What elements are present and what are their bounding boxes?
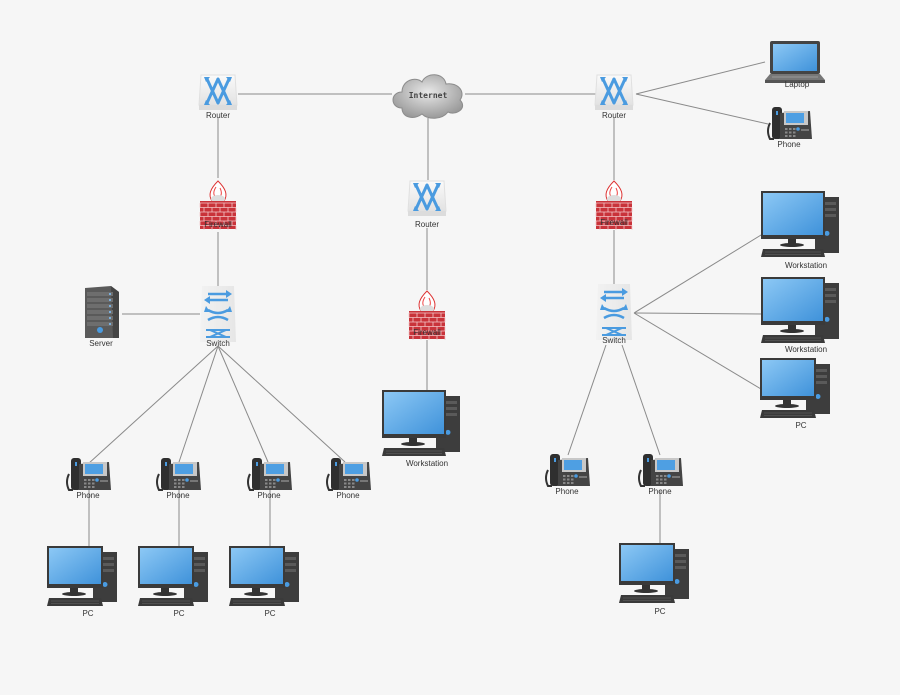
switch1-node[interactable] xyxy=(198,284,238,346)
pc2-node[interactable] xyxy=(136,546,222,614)
pc-icon xyxy=(45,546,131,619)
phone-icon xyxy=(637,452,685,495)
fw1-node[interactable] xyxy=(198,179,238,231)
node-label: PC xyxy=(82,609,94,618)
node-label: Workstation xyxy=(784,345,828,354)
node-label: Phone xyxy=(166,491,190,500)
node-label: Workstation xyxy=(784,261,828,270)
fw2-node[interactable] xyxy=(407,289,447,341)
node-label: PC xyxy=(173,609,185,618)
node-label: Workstation xyxy=(405,459,449,468)
ws-r1-node[interactable] xyxy=(759,191,853,265)
firewall-icon xyxy=(407,289,447,346)
pc-icon xyxy=(227,546,313,619)
phone-icon xyxy=(65,456,113,499)
pc3-node[interactable] xyxy=(227,546,313,614)
phone3-node[interactable] xyxy=(246,456,294,494)
router2-node[interactable] xyxy=(406,175,448,221)
phone6-node[interactable] xyxy=(637,452,685,490)
switch2-node[interactable] xyxy=(594,282,634,344)
node-label: Switch xyxy=(602,336,626,345)
node-label: Router xyxy=(414,220,440,229)
link-switch2-ws_r1 xyxy=(633,231,767,314)
node-label: Firewall xyxy=(600,218,628,227)
switch-icon xyxy=(198,284,238,351)
router-icon xyxy=(593,69,635,120)
link-switch1-phone2 xyxy=(178,345,219,463)
phone5-node[interactable] xyxy=(544,452,592,490)
ws-r2-node[interactable] xyxy=(759,277,853,351)
switch-icon xyxy=(594,282,634,349)
node-label: PC xyxy=(654,607,666,616)
laptop-icon xyxy=(764,40,826,89)
pc1-node[interactable] xyxy=(45,546,131,614)
server-node[interactable] xyxy=(81,284,121,340)
internet-node[interactable] xyxy=(388,70,468,120)
firewall-icon xyxy=(198,179,238,236)
pc4-node[interactable] xyxy=(617,543,703,611)
node-label: Phone xyxy=(257,491,281,500)
pc-r-node[interactable] xyxy=(758,358,844,426)
pc-icon xyxy=(136,546,222,619)
workstation-icon xyxy=(759,277,853,356)
firewall-icon xyxy=(594,179,634,236)
phone-r-node[interactable] xyxy=(766,105,814,143)
node-label: Phone xyxy=(336,491,360,500)
phone2-node[interactable] xyxy=(155,456,203,494)
node-label: Phone xyxy=(76,491,100,500)
node-label: Server xyxy=(89,339,113,348)
pc-icon xyxy=(617,543,703,616)
link-router3-laptop xyxy=(635,61,766,95)
node-label: Router xyxy=(601,111,627,120)
link-switch2-phone5 xyxy=(567,344,607,456)
link-switch2-ws_r2 xyxy=(633,312,767,315)
router-icon xyxy=(406,175,448,226)
router1-node[interactable] xyxy=(197,69,239,115)
node-label: Switch xyxy=(206,339,230,348)
node-label: Phone xyxy=(648,487,672,496)
link-switch1-phone4 xyxy=(217,345,346,463)
link-switch2-phone6 xyxy=(621,344,661,456)
internet-label: Internet xyxy=(408,91,448,100)
phone-icon xyxy=(246,456,294,499)
phone-icon xyxy=(155,456,203,499)
laptop-node[interactable] xyxy=(764,40,826,84)
link-switch1-phone3 xyxy=(217,345,269,463)
node-label: PC xyxy=(264,609,276,618)
router3-node[interactable] xyxy=(593,69,635,115)
server-icon xyxy=(81,284,121,345)
router-icon xyxy=(197,69,239,120)
phone-icon xyxy=(544,452,592,495)
link-switch2-pc_r xyxy=(633,312,767,393)
phone4-node[interactable] xyxy=(325,456,373,494)
node-label: Firewall xyxy=(413,328,441,337)
pc-icon xyxy=(758,358,844,431)
workstation-icon xyxy=(380,390,474,469)
cloud-icon xyxy=(388,70,468,125)
node-label: Phone xyxy=(555,487,579,496)
phone-icon xyxy=(325,456,373,499)
phone-icon xyxy=(766,105,814,148)
ws-center-node[interactable] xyxy=(380,390,474,464)
link-switch1-phone1 xyxy=(87,345,219,465)
node-label: Phone xyxy=(777,140,801,149)
fw3-node[interactable] xyxy=(594,179,634,231)
workstation-icon xyxy=(759,191,853,270)
phone1-node[interactable] xyxy=(65,456,113,494)
node-label: Firewall xyxy=(204,220,232,229)
node-label: PC xyxy=(795,421,807,430)
node-label: Router xyxy=(205,111,231,120)
link-router3-phone_r xyxy=(635,93,769,125)
node-label: Laptop xyxy=(784,80,810,89)
